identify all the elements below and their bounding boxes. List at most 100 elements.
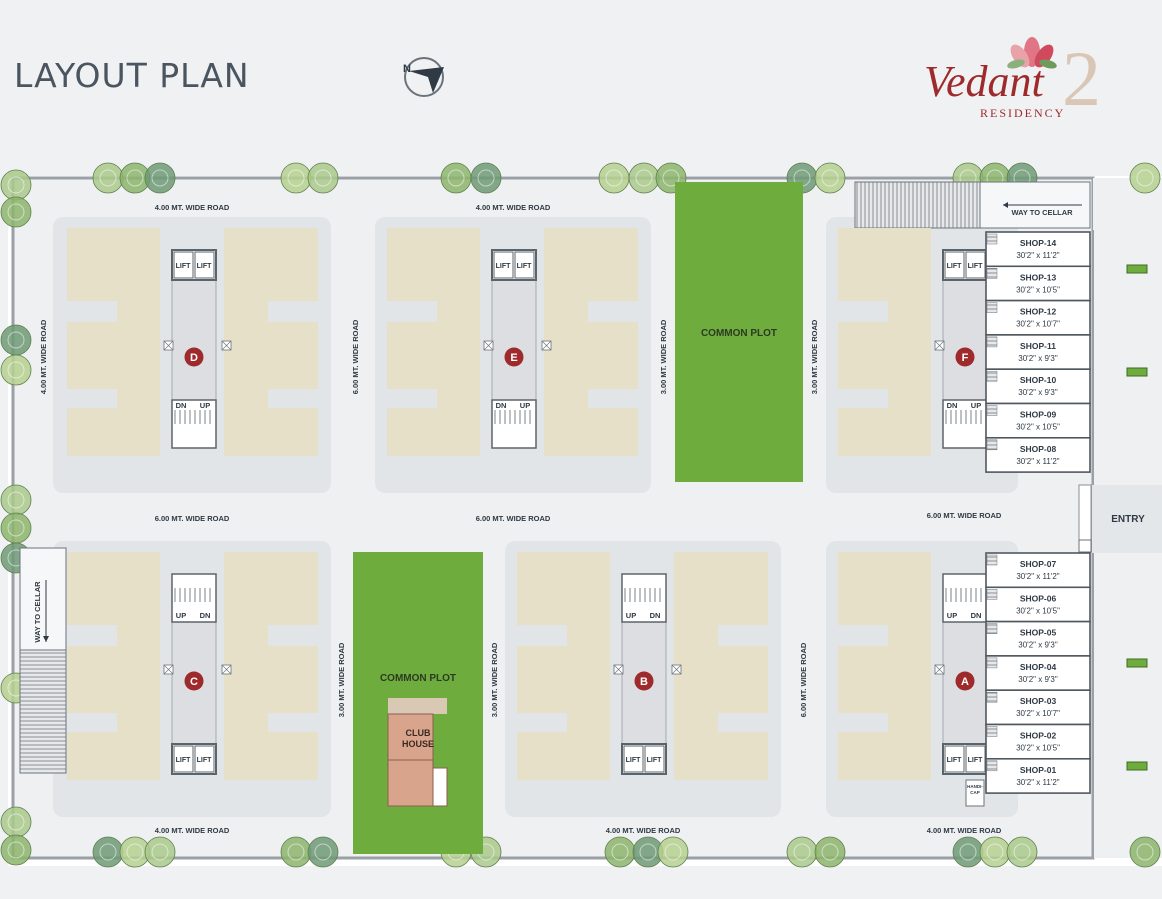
shop-name: SHOP-06 [1020, 593, 1057, 603]
block-label-f: F [955, 347, 975, 367]
block-letter: B [640, 676, 648, 688]
shop-size: 30'2" x 9'3" [1018, 354, 1058, 363]
shop-name: SHOP-09 [1020, 410, 1057, 420]
tree-icon [0, 169, 32, 201]
club-house-label-1: CLUB [406, 728, 431, 738]
handicap-label-2: CAP [970, 790, 980, 795]
block-letter: C [190, 676, 198, 688]
block-letter: A [961, 676, 969, 688]
tree-icon [814, 836, 846, 868]
shop-name: SHOP-10 [1020, 375, 1057, 385]
stair-label: DN [971, 611, 982, 620]
tree-icon [440, 162, 472, 194]
tree-icon [280, 162, 312, 194]
club-house: CLUB HOUSE [387, 698, 448, 807]
tree-icon [0, 196, 32, 228]
stair-icon [986, 233, 998, 245]
shop-size: 30'2" x 10'5" [1016, 285, 1060, 294]
stair-icon [986, 302, 998, 313]
shop-name: SHOP-08 [1020, 444, 1057, 454]
lift-core: LIFT LIFT [942, 743, 988, 775]
way-to-cellar-left-label: WAY TO CELLAR [33, 581, 42, 643]
tree-icon [628, 162, 660, 194]
road-label: 4.00 MT. WIDE ROAD [39, 319, 48, 394]
lift-label: LIFT [517, 263, 532, 270]
road-label: 4.00 MT. WIDE ROAD [927, 826, 1002, 835]
handicap-label-1: HANDI- [967, 784, 983, 789]
stair-icon [986, 405, 998, 416]
tree-icon [307, 836, 339, 868]
tree-icon [92, 836, 124, 868]
shop-size: 30'2" x 9'3" [1018, 388, 1058, 397]
stair-label: DN [200, 611, 211, 620]
stair-icon [986, 760, 998, 772]
road-label: 3.00 MT. WIDE ROAD [490, 642, 499, 717]
shop-size: 30'2" x 10'5" [1016, 744, 1060, 753]
page-title: LAYOUT PLAN [14, 56, 250, 95]
stair-icon [986, 554, 998, 566]
lift-label: LIFT [197, 757, 212, 764]
tree-icon [92, 162, 124, 194]
lift-label: LIFT [496, 263, 511, 270]
entry-label: ENTRY [1111, 514, 1145, 525]
stair-label: DN [650, 611, 661, 620]
stair-label: DN [947, 401, 958, 410]
shop-unit: SHOP-10 30'2" x 9'3" [985, 368, 1091, 405]
shop-name: SHOP-11 [1020, 341, 1056, 351]
shop-unit: SHOP-13 30'2" x 10'5" [985, 265, 1091, 302]
shop-size: 30'2" x 10'7" [1016, 320, 1060, 329]
shop-name: SHOP-05 [1020, 628, 1057, 638]
block-label-a: A [955, 671, 975, 691]
lift-label: LIFT [197, 263, 212, 270]
shop-name: SHOP-02 [1020, 731, 1057, 741]
stair-icon [986, 268, 998, 279]
shop-name: SHOP-01 [1020, 765, 1057, 775]
tree-icon [144, 836, 176, 868]
lift-core: LIFT LIFT [171, 249, 217, 281]
block-letter: F [962, 352, 969, 364]
lift-label: LIFT [947, 757, 962, 764]
tree-icon [1006, 836, 1038, 868]
road-label: 4.00 MT. WIDE ROAD [476, 203, 551, 212]
common-plot-top [675, 182, 803, 482]
tree-icon [814, 162, 846, 194]
lift-label: LIFT [968, 757, 983, 764]
lift-core: LIFT LIFT [491, 249, 537, 281]
road-label: 6.00 MT. WIDE ROAD [927, 511, 1002, 520]
duct-icon [541, 340, 552, 351]
road-label: 6.00 MT. WIDE ROAD [476, 514, 551, 523]
shop-name: SHOP-13 [1020, 272, 1057, 282]
logo-number: 2 [1062, 35, 1101, 122]
tree-icon [0, 806, 32, 838]
stair-label: DN [496, 401, 507, 410]
shop-size: 30'2" x 11'2" [1016, 572, 1059, 581]
tree-icon [1129, 836, 1161, 868]
stair-label: UP [200, 401, 210, 410]
stair-icon [986, 657, 998, 669]
duct-icon [671, 664, 682, 675]
common-plot-bottom-label: COMMON PLOT [380, 673, 456, 684]
stair-icon [986, 589, 998, 600]
stair-icon [986, 726, 998, 737]
stair-label: UP [626, 611, 636, 620]
common-plot-top-label: COMMON PLOT [701, 328, 777, 339]
block-letter: E [510, 352, 517, 364]
lift-label: LIFT [176, 263, 191, 270]
duct-icon [613, 664, 624, 675]
block-label-b: B [634, 671, 654, 691]
cellar-ramp-top: WAY TO CELLAR [854, 181, 1091, 229]
stair-icon [986, 439, 998, 451]
